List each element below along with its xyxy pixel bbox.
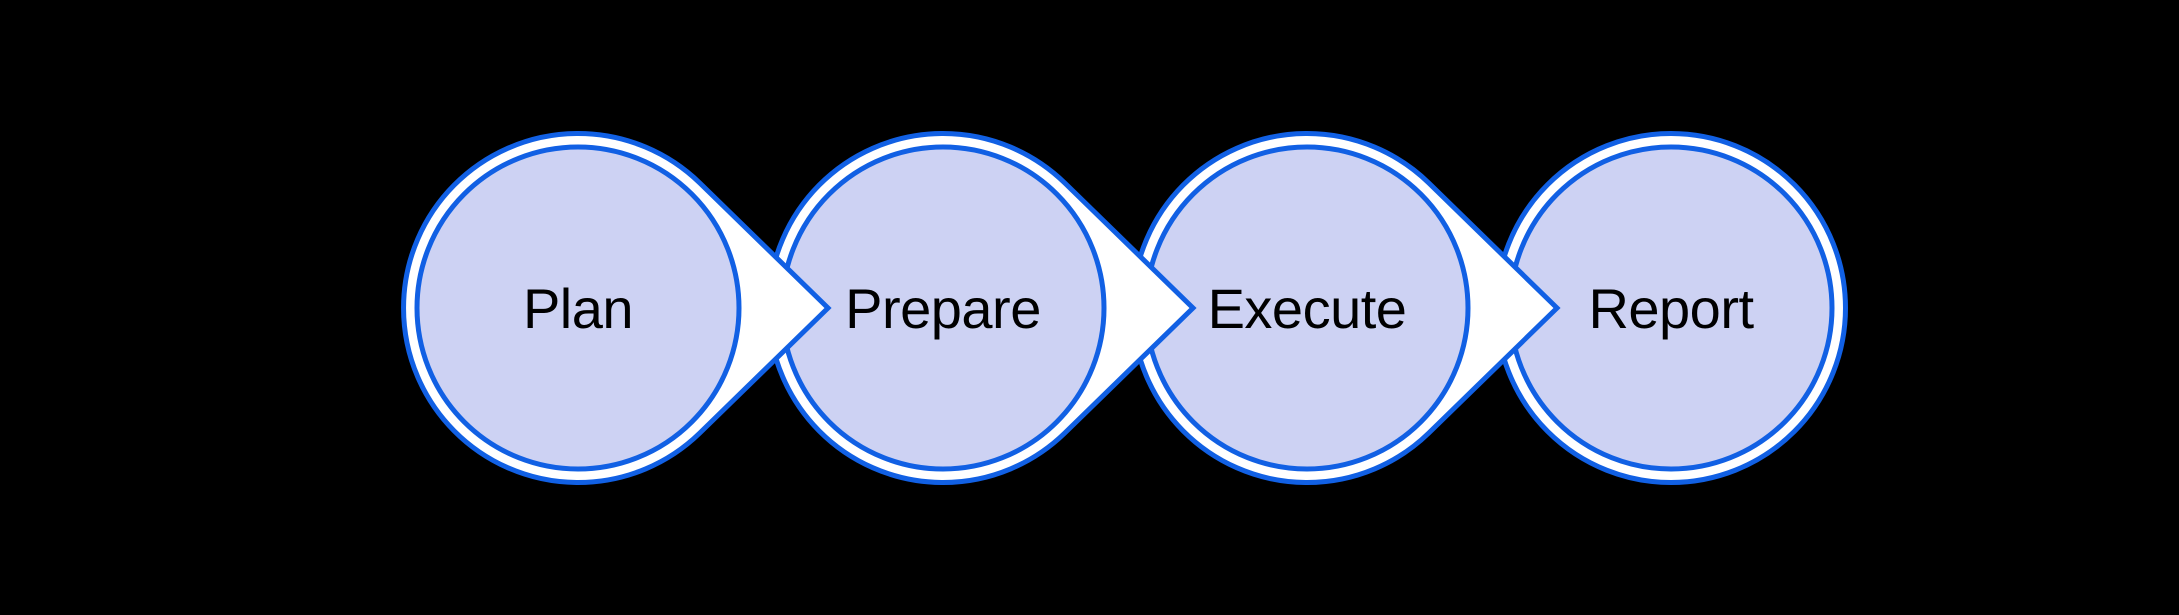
step-circle (414, 144, 742, 472)
process-step-plan: Plan (401, 131, 832, 485)
process-step-report: Report (1494, 131, 1848, 485)
step-label: Execute (1208, 277, 1407, 340)
process-step-prepare: Prepare (766, 131, 1197, 485)
step-label: Plan (523, 277, 633, 340)
step-label: Prepare (845, 277, 1041, 340)
step-label: Report (1588, 277, 1754, 340)
